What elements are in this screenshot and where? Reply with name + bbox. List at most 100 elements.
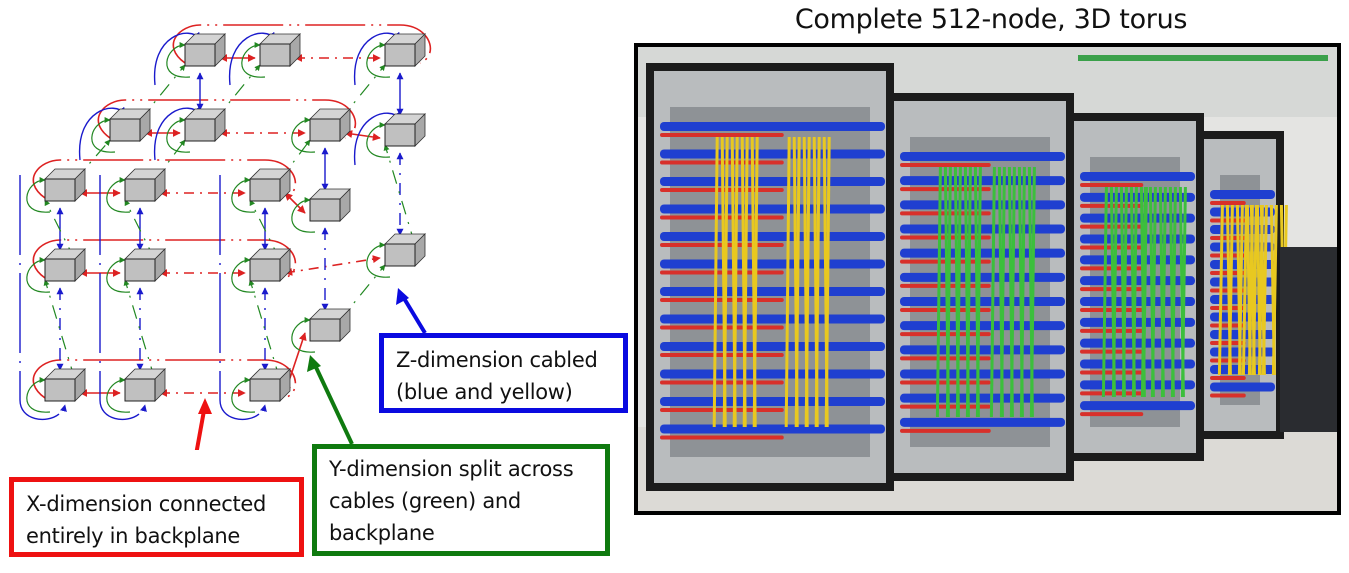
y-link <box>123 279 156 381</box>
y-callout-line-2: cables (green) and <box>329 489 521 513</box>
torus-node <box>384 33 426 67</box>
torus-nodes <box>44 33 426 402</box>
red-cable <box>900 428 991 433</box>
torus-node <box>184 108 226 142</box>
node-front-face <box>384 43 416 67</box>
node-front-face <box>44 378 76 402</box>
blue-cable-bundle <box>660 314 885 324</box>
torus-node <box>44 368 86 402</box>
photo-title: Complete 512-node, 3D torus <box>794 4 1188 35</box>
red-cable <box>1080 370 1144 375</box>
z-wrap-link <box>99 175 147 421</box>
signal-cable <box>1131 186 1138 398</box>
y-loop-link <box>106 177 131 213</box>
blue-cable-bundle <box>660 424 885 434</box>
torus-node <box>309 108 351 142</box>
y-loop-link <box>106 257 131 293</box>
x-link <box>284 255 381 276</box>
red-cable <box>660 133 784 137</box>
blue-cable-bundle <box>900 345 1065 355</box>
node-front-face <box>249 178 281 202</box>
red-cable <box>660 270 784 275</box>
red-cable <box>1080 391 1144 396</box>
blue-cable-bundle <box>900 272 1065 282</box>
signal-cable <box>945 166 952 418</box>
signal-cable <box>732 136 739 428</box>
blue-cable-bundle <box>900 176 1065 186</box>
blue-cable-bundle <box>1080 255 1195 265</box>
torus-node <box>44 168 86 202</box>
x-callout-arrow <box>194 398 212 450</box>
x-callout-line-1: X-dimension connected <box>26 492 267 516</box>
y-loop-link <box>291 197 316 233</box>
signal-cable <box>965 166 972 418</box>
x-callout-line-2: entirely in backplane <box>26 524 241 548</box>
red-cable <box>1210 201 1246 205</box>
blue-cable-bundle <box>660 149 885 159</box>
blue-cable-bundle <box>900 152 1065 161</box>
node-front-face <box>44 178 76 202</box>
red-cable <box>660 325 784 330</box>
red-cable <box>1210 376 1246 380</box>
signal-cable <box>1111 186 1118 398</box>
signal-cable <box>999 166 1006 418</box>
torus-node <box>384 233 426 267</box>
blue-cable-bundle <box>1080 359 1195 369</box>
signal-cable <box>955 166 962 418</box>
blue-cable-bundle <box>1080 172 1195 181</box>
torus-node <box>249 248 291 282</box>
signal-cable <box>814 136 821 428</box>
y-loop-link <box>241 42 266 78</box>
torus-diagram <box>19 24 432 450</box>
y-loop-link <box>26 377 51 413</box>
signal-cable <box>1241 204 1248 376</box>
red-cable <box>660 380 784 385</box>
torus-node <box>124 368 166 402</box>
y-loop-link <box>231 377 256 413</box>
node-front-face <box>309 318 341 342</box>
signal-cable <box>824 136 831 428</box>
blue-cable-bundle <box>1080 297 1195 306</box>
red-cable <box>1080 308 1144 312</box>
y-callout-line-3: backplane <box>329 521 435 545</box>
signal-cable <box>804 136 811 428</box>
adjacent-cabinet <box>1280 247 1337 432</box>
blue-cable-bundle <box>1080 317 1195 327</box>
y-link <box>43 279 76 381</box>
blue-cable-bundle <box>900 248 1065 258</box>
signal-cable <box>1251 204 1258 376</box>
server-rack <box>1066 113 1204 461</box>
x-dimension-callout: X-dimension connected entirely in backpl… <box>9 477 304 557</box>
y-loop-link <box>366 122 391 158</box>
blue-cable-bundle <box>660 232 885 241</box>
blue-cable-bundle <box>660 369 885 379</box>
blue-cable-bundle <box>900 200 1065 210</box>
node-front-face <box>249 258 281 282</box>
signal-cable <box>742 136 749 428</box>
server-racks <box>646 63 1288 491</box>
torus-node <box>259 33 301 67</box>
red-cable <box>1080 412 1144 417</box>
red-cable <box>1210 393 1246 398</box>
signal-cable <box>712 136 719 428</box>
signal-cable <box>1237 204 1244 376</box>
rack-photo <box>634 43 1341 515</box>
signal-cable <box>752 136 759 428</box>
node-front-face <box>309 118 341 142</box>
torus-links <box>19 24 432 421</box>
blue-cable-bundle <box>660 259 885 269</box>
z-wrap-link <box>19 175 67 421</box>
node-front-face <box>184 43 216 67</box>
y-loop-link <box>106 377 131 413</box>
node-front-face <box>259 43 291 67</box>
blue-cable-bundle <box>660 397 885 406</box>
server-rack <box>886 93 1074 481</box>
torus-node <box>124 248 166 282</box>
z-wrap-link <box>219 175 267 421</box>
blue-cable-bundle <box>1210 190 1275 199</box>
y-loop-link <box>291 117 316 153</box>
red-cable <box>1080 328 1144 333</box>
node-front-face <box>384 243 416 267</box>
signal-cable <box>1180 186 1187 398</box>
signal-cable <box>1160 186 1167 398</box>
